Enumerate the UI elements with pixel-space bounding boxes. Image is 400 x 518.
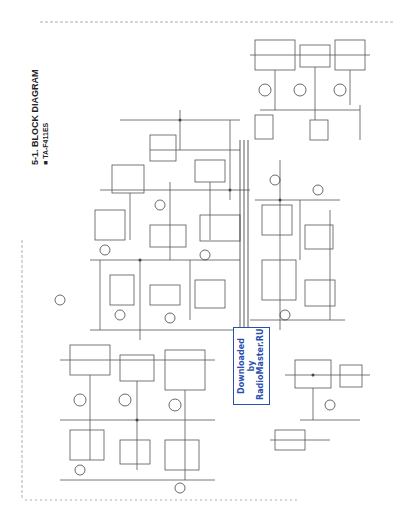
diagram-title: 5-1. BLOCK DIAGRAM	[30, 69, 40, 165]
model-label: ■ TA-F411ES	[42, 123, 49, 165]
watermark-box: Downloaded by RadioMaster.RU	[233, 327, 270, 405]
watermark-text: Downloaded by RadioMaster.RU	[237, 332, 266, 400]
